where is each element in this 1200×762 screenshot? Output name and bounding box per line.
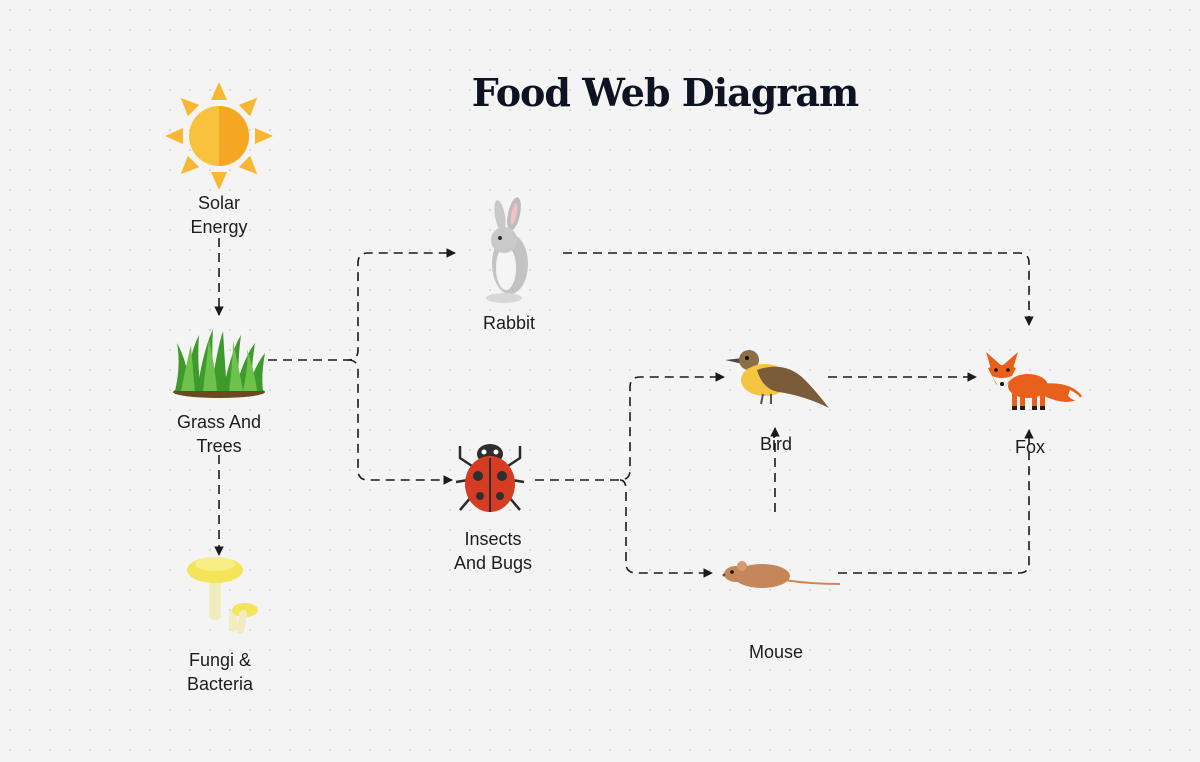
edge-rabbit-fox <box>563 252 1034 326</box>
edge-mouse-fox <box>838 429 1034 574</box>
grass-icon <box>173 329 265 398</box>
node-label-grass: Grass And Trees <box>176 412 262 456</box>
mushroom-icon <box>187 557 258 634</box>
edge-insects-bird <box>535 372 725 481</box>
node-label-insects: Insects And Bugs <box>453 529 533 573</box>
node-label-solar: Solar Energy <box>190 193 248 237</box>
page-title: Food Web Diagram <box>471 70 859 115</box>
fox-icon <box>986 352 1082 410</box>
node-label-fox: Fox <box>1014 437 1045 457</box>
node-label-bird: Bird <box>759 434 792 454</box>
edge-grass-insects <box>347 359 453 485</box>
ladybug-icon <box>455 444 525 512</box>
mouse-icon <box>722 561 841 588</box>
edge-insects-mouse <box>619 479 713 578</box>
node-label-fungi: Fungi & Bacteria <box>186 650 254 694</box>
node-label-rabbit: Rabbit <box>482 313 536 333</box>
bird-icon <box>725 350 829 408</box>
rabbit-icon <box>486 197 528 303</box>
node-label-mouse: Mouse <box>748 642 804 662</box>
sun-icon <box>165 82 273 190</box>
edge-grass-rabbit <box>268 248 456 361</box>
edges <box>214 238 1034 578</box>
